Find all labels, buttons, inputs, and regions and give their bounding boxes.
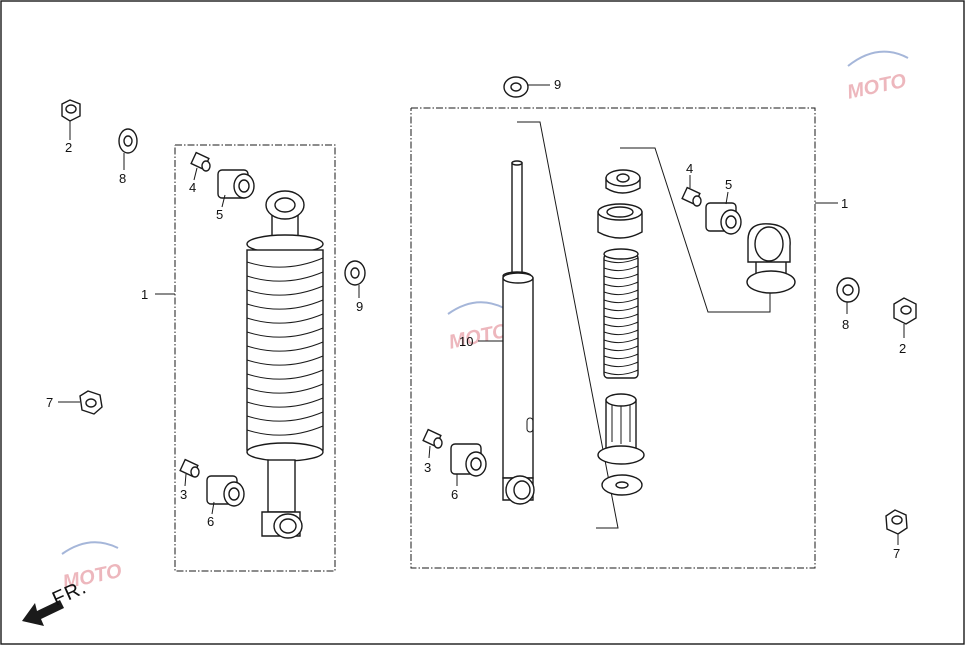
right-nut-7 — [885, 509, 908, 535]
callout-7-left: 7 — [46, 395, 53, 410]
left-assembly-box — [174, 144, 336, 572]
right-collar-3 — [422, 428, 443, 449]
exploded-guide-spring — [620, 147, 771, 313]
callout-3-left: 3 — [180, 487, 187, 502]
callout-1-left: 1 — [141, 287, 148, 302]
left-bushing-5 — [217, 169, 255, 199]
watermark-logo-top-right: MOTO — [845, 50, 909, 104]
exploded-guide-rod — [517, 121, 619, 529]
watermark-logo-center: MOTO — [447, 301, 510, 354]
coil-spring — [603, 248, 639, 379]
callout-1-right: 1 — [841, 196, 848, 211]
callout-5-right: 5 — [725, 177, 732, 192]
upper-mount-eye — [746, 223, 796, 294]
callout-9-left: 9 — [356, 299, 363, 314]
left-bushing-6 — [206, 475, 245, 507]
callout-8-right: 8 — [842, 317, 849, 332]
damper-unit-10 — [502, 160, 535, 505]
callout-5-left: 5 — [216, 207, 223, 222]
left-collar-3 — [179, 458, 200, 478]
bottom-washer — [601, 474, 643, 496]
callout-8-left: 8 — [119, 171, 126, 186]
svg-text:MOTO: MOTO — [447, 320, 510, 354]
right-collar-4 — [681, 186, 702, 207]
top-nut — [605, 169, 641, 194]
left-shock-absorber — [246, 190, 324, 539]
callout-2-left: 2 — [65, 140, 72, 155]
left-collar-4 — [190, 151, 211, 172]
callout-6-left: 6 — [207, 514, 214, 529]
left-washer-8 — [118, 128, 138, 154]
svg-text:MOTO: MOTO — [845, 70, 908, 104]
washer-9-top — [503, 76, 529, 98]
callout-6-right: 6 — [451, 487, 458, 502]
callout-4-right: 4 — [686, 161, 693, 176]
callout-9-top: 9 — [554, 77, 561, 92]
left-nut-2 — [61, 99, 81, 122]
callout-4-left: 4 — [189, 180, 196, 195]
left-nut-7 — [79, 390, 103, 415]
front-direction-arrow-icon — [22, 600, 64, 626]
callout-10: 10 — [459, 334, 473, 349]
callout-3-right: 3 — [424, 460, 431, 475]
right-nut-2 — [893, 297, 917, 325]
right-washer-8 — [836, 277, 860, 303]
right-bushing-5 — [705, 202, 742, 235]
right-bushing-6 — [450, 443, 487, 477]
callout-2-right: 2 — [899, 341, 906, 356]
left-washer-9 — [344, 260, 366, 286]
callout-7-right: 7 — [893, 546, 900, 561]
right-assembly-box — [410, 107, 816, 569]
spring-seat-collar — [597, 203, 643, 239]
spring-guide — [597, 393, 645, 465]
